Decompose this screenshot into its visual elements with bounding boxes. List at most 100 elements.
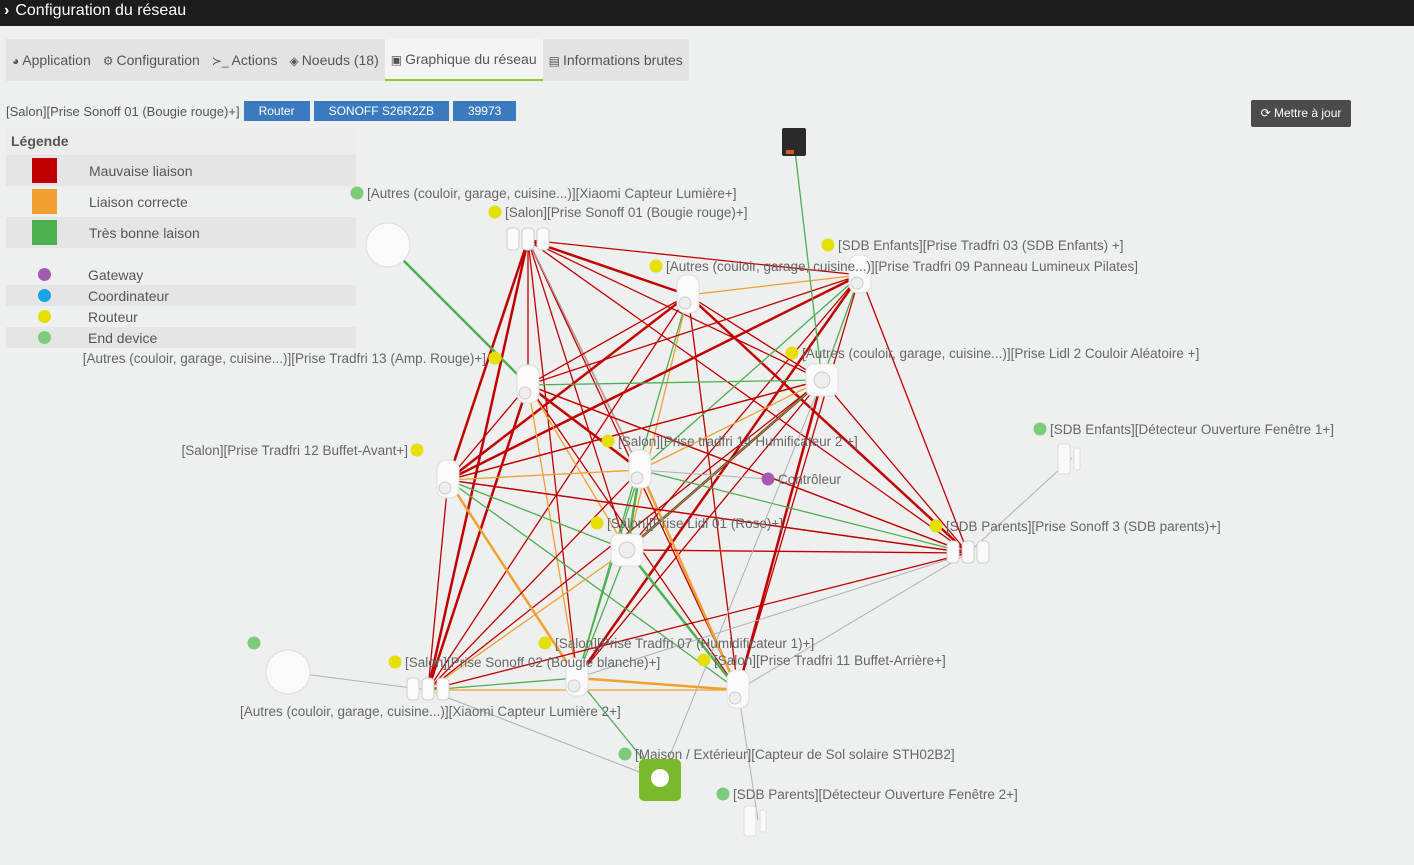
node-label[interactable]: [SDB Parents][Prise Sonoff 3 (SDB parent… xyxy=(946,519,1221,534)
type-dot-icon xyxy=(38,310,51,323)
node-label[interactable]: [Autres (couloir, garage, cuisine...)][P… xyxy=(802,346,1199,361)
door-sensor-icon[interactable] xyxy=(743,805,757,837)
node-label[interactable]: [Salon][Prise Tradfri 12 Buffet-Avant+] xyxy=(181,443,408,458)
link-ok xyxy=(427,549,628,691)
link-none xyxy=(737,552,969,691)
link-good xyxy=(447,479,628,551)
selected-node-info: [Salon][Prise Sonoff 01 (Bougie rouge)+]… xyxy=(6,101,517,121)
link-none xyxy=(659,379,823,781)
round-sensor-icon[interactable] xyxy=(365,222,411,268)
node-label[interactable]: [SDB Parents][Détecteur Ouverture Fenêtr… xyxy=(733,787,1018,802)
link-none xyxy=(287,671,429,691)
node-label[interactable]: [Salon][Prise Sonoff 01 (Bougie rouge)+] xyxy=(505,205,748,220)
sonoff-plug-icon[interactable] xyxy=(421,677,435,701)
link-ok xyxy=(626,294,689,551)
legend-title: Légende xyxy=(6,128,356,155)
type-dot-icon xyxy=(38,268,51,281)
node-label[interactable]: Contrôleur xyxy=(778,472,842,487)
socket-icon xyxy=(438,481,452,495)
sonoff-plug-icon[interactable] xyxy=(521,227,535,251)
node-label[interactable]: [Salon][Prise Sonoff 02 (Bougie blanche)… xyxy=(405,655,660,670)
link-bad xyxy=(859,274,969,554)
update-button[interactable]: ⟳ Mettre à jour xyxy=(1251,100,1351,127)
node-label[interactable]: [SDB Enfants][Détecteur Ouverture Fenêtr… xyxy=(1050,422,1334,437)
legend-type-row: Gateway xyxy=(6,264,356,285)
socket-icon xyxy=(518,386,532,400)
round-sensor-icon[interactable] xyxy=(265,649,311,695)
sensor-logo-icon xyxy=(651,769,669,787)
link-bad xyxy=(736,379,824,691)
node-label[interactable]: [Salon][Prise tradfri 14 Humificateur 2 … xyxy=(618,434,858,449)
link-bad xyxy=(687,294,739,691)
node-label[interactable]: [SDB Enfants][Prise Tradfri 03 (SDB Enfa… xyxy=(838,238,1124,253)
tab-graphique[interactable]: ▣Graphique du réseau xyxy=(384,39,543,81)
link-bad xyxy=(447,479,969,554)
link-good xyxy=(576,469,641,679)
node-label[interactable]: [Autres (couloir, garage, cuisine...)][P… xyxy=(666,259,1138,274)
node-label[interactable]: [Autres (couloir, garage, cuisine...)][X… xyxy=(240,704,621,719)
legend-link-row: Liaison correcte xyxy=(6,186,356,217)
controller-device-icon xyxy=(782,128,806,156)
link-bad xyxy=(447,294,689,481)
tab-application[interactable]: ◕Application xyxy=(12,52,91,68)
node-type-dot-icon xyxy=(1033,422,1047,436)
link-bad xyxy=(527,239,578,679)
link-none xyxy=(427,689,661,781)
link-ok xyxy=(576,676,739,692)
sonoff-plug-icon[interactable] xyxy=(406,677,420,701)
legend-type-row: Routeur xyxy=(6,306,356,327)
tab-noeuds[interactable]: ◈Noeuds (18) xyxy=(289,52,379,68)
link-none xyxy=(639,469,769,480)
terminal-icon: ≻_ xyxy=(211,54,229,68)
link-bad xyxy=(527,239,861,276)
link-bad xyxy=(527,239,823,381)
sonoff-plug-icon[interactable] xyxy=(436,677,450,701)
node-type-dot-icon xyxy=(488,205,502,219)
legend-type-row: End device xyxy=(6,327,356,348)
tab-actions[interactable]: ≻_Actions xyxy=(211,52,278,68)
node-type-dot-icon xyxy=(649,259,663,273)
node-label[interactable]: [Salon][Prise Lidl 01 (Rose)+] xyxy=(607,516,783,531)
socket-icon xyxy=(813,371,831,389)
link-bad xyxy=(427,479,449,691)
image-icon: ▣ xyxy=(390,53,403,67)
link-bad xyxy=(575,274,862,679)
node-type-dot-icon xyxy=(929,519,943,533)
door-magnet-icon xyxy=(1073,447,1081,471)
node-label[interactable]: [Maison / Extérieur][Capteur de Sol sola… xyxy=(635,747,955,762)
nodes-icon: ◈ xyxy=(289,54,299,68)
node-label[interactable]: [Autres (couloir, garage, cuisine...)][P… xyxy=(83,351,486,366)
link-good xyxy=(626,549,739,691)
node-label[interactable]: [Autres (couloir, garage, cuisine...)][X… xyxy=(367,186,737,201)
tab-informations[interactable]: ▤Informations brutes xyxy=(548,52,683,68)
link-none xyxy=(967,457,1073,554)
link-none xyxy=(527,239,641,471)
tab-configuration[interactable]: ⚙Configuration xyxy=(102,52,200,68)
link-good xyxy=(639,469,969,554)
socket-icon xyxy=(567,679,581,693)
sonoff-plug-icon[interactable] xyxy=(961,540,975,564)
sonoff-plug-icon[interactable] xyxy=(946,540,960,564)
node-type-dot-icon xyxy=(410,443,424,457)
legend-link-row: Mauvaise liaison xyxy=(6,155,356,186)
sonoff-plug-icon[interactable] xyxy=(536,227,550,251)
link-good xyxy=(527,379,823,386)
link-ok xyxy=(527,384,578,679)
page-title: Configuration du réseau xyxy=(15,2,187,19)
link-bad xyxy=(626,549,969,554)
node-type-dot-icon xyxy=(618,747,632,761)
node-label[interactable]: [Salon][Prise Tradfri 07 (Humidificateur… xyxy=(555,636,814,651)
badge-id: 39973 xyxy=(452,101,517,121)
link-good xyxy=(447,479,739,691)
node-type-dot-icon xyxy=(785,346,799,360)
door-sensor-icon[interactable] xyxy=(1057,443,1071,475)
sonoff-plug-icon[interactable] xyxy=(976,540,990,564)
sonoff-plug-icon[interactable] xyxy=(506,227,520,251)
link-bad xyxy=(527,294,689,386)
link-bad xyxy=(427,469,641,691)
link-bad xyxy=(527,274,861,386)
node-label[interactable]: [Salon][Prise Tradfri 11 Buffet-Arrière+… xyxy=(714,653,946,668)
link-bad xyxy=(447,384,529,481)
link-ok xyxy=(447,469,641,481)
